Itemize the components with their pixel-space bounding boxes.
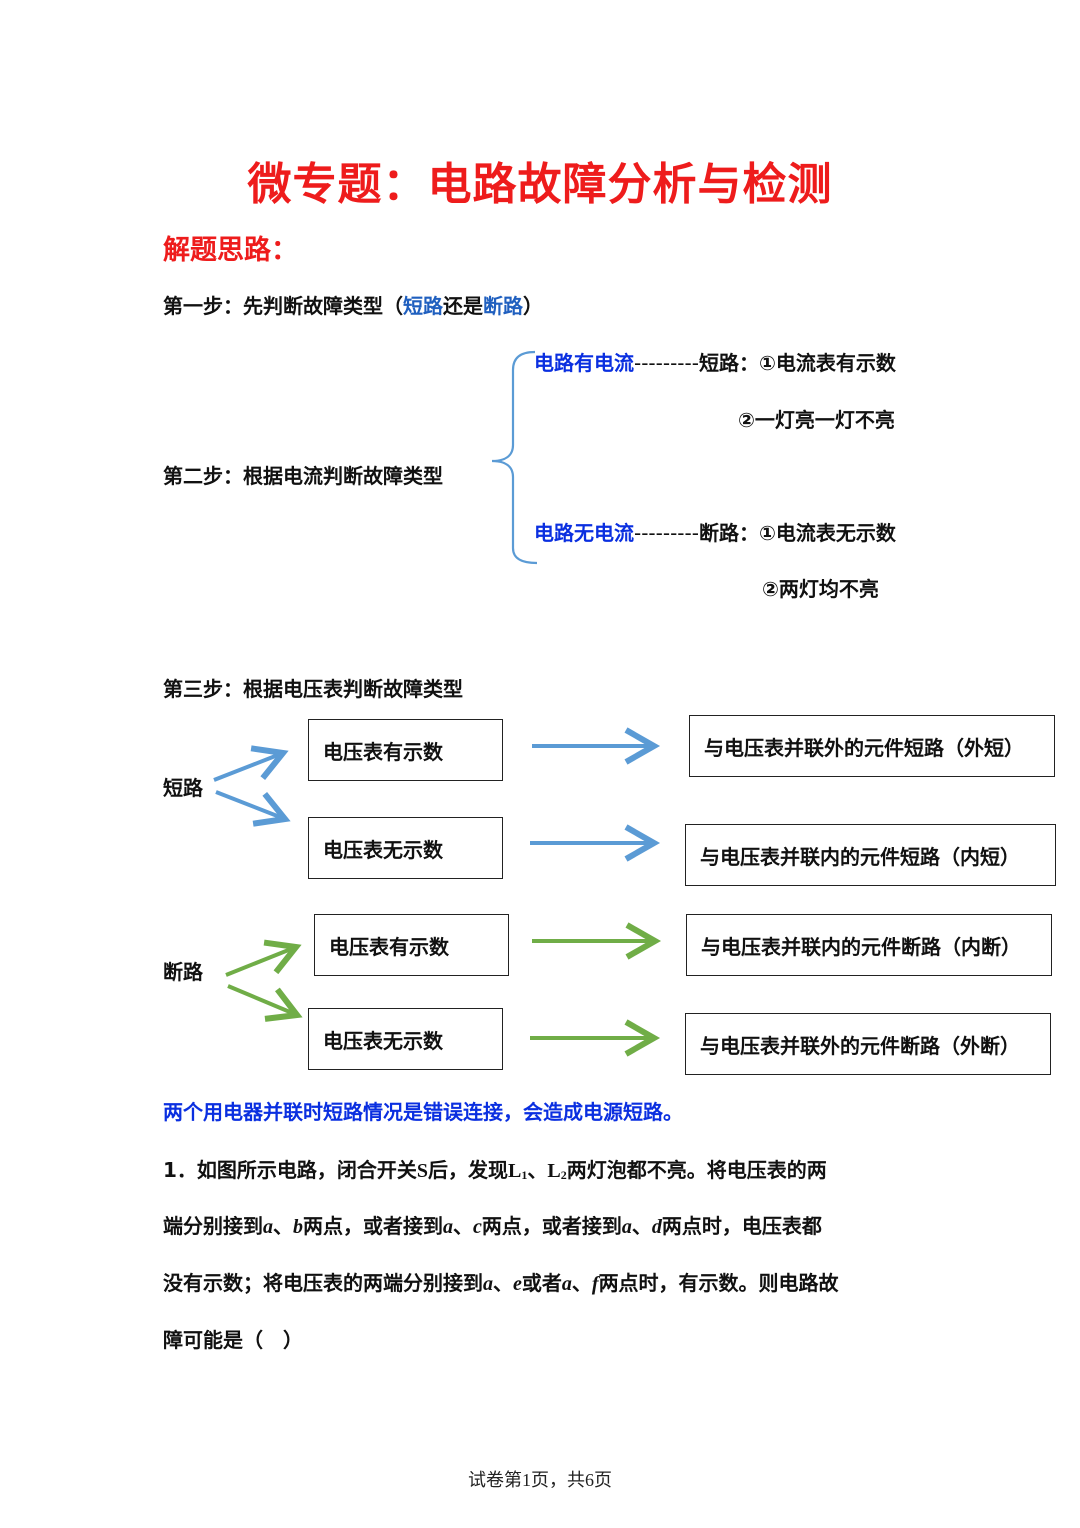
q3-a: 没有示数；将电压表的两端分别接到: [163, 1271, 483, 1295]
q2-v3: a: [443, 1216, 453, 1238]
q1-b: 后，发现: [428, 1158, 509, 1182]
q1-a: 1．如图所示电路，闭合开关: [163, 1158, 417, 1182]
step3-label: 第三步：根据电压表判断故障类型: [163, 677, 463, 701]
branch-current: 电路有电流---------短路：①电流表有示数: [534, 347, 896, 376]
q2-f: 、: [631, 1214, 652, 1238]
branch-nocurrent-item1: ①电流表无示数: [758, 521, 896, 545]
step1-open: 断路: [483, 294, 523, 318]
q1-d: 两灯泡都不亮。将电压表的两: [566, 1158, 827, 1182]
q1-s: S: [416, 1160, 429, 1182]
step1-prefix: 第一步：先判断故障类型（: [163, 294, 403, 318]
q3-v1: a: [483, 1273, 493, 1295]
arrow-short-down: [215, 790, 291, 827]
branch-nocurrent: 电路无电流---------断路：①电流表无示数: [534, 517, 896, 546]
q2-d: 、: [453, 1214, 473, 1238]
q2-v6: d: [651, 1216, 662, 1238]
question-line-3: 没有示数；将电压表的两端分别接到a、e或者a、f两点时，有示数。则电路故: [163, 1267, 839, 1296]
step1-mid: 还是: [443, 294, 483, 318]
reading-box-4: 电压表无示数: [308, 1008, 503, 1070]
short-label: 短路: [163, 776, 203, 800]
note-text: 两个用电器并联时短路情况是错误连接，会造成电源短路。: [163, 1100, 683, 1124]
q2-e: 两点，或者接到: [481, 1214, 622, 1238]
q3-v3: a: [561, 1273, 572, 1295]
branch-nocurrent-type: 断路：: [698, 521, 759, 545]
reading-box-2: 电压表无示数: [308, 817, 503, 879]
branch-nocurrent-head: 电路无电流: [534, 521, 634, 545]
arrow-open-up: [225, 939, 302, 977]
branch-current-item2: ②一灯亮一灯不亮: [738, 408, 895, 432]
section-heading: 解题思路：: [163, 235, 298, 266]
q1-L2: L: [547, 1160, 561, 1182]
q1-L1: L: [508, 1160, 522, 1182]
arrow-short-up: [213, 745, 289, 782]
step2-label: 第二步：根据电流判断故障类型: [163, 464, 443, 488]
q3-v4: f: [591, 1273, 599, 1295]
question-line-4: 障可能是（ ）: [163, 1328, 303, 1352]
result-box-1: 与电压表并联外的元件短路（外短）: [689, 715, 1055, 777]
branch-current-head: 电路有电流: [534, 351, 634, 375]
branch-nocurrent-item2: ②两灯均不亮: [762, 577, 879, 601]
brace: [491, 350, 538, 565]
q2-c: 两点，或者接到: [303, 1214, 443, 1238]
q3-c: 或者: [521, 1271, 562, 1295]
branch-current-dashes: ---------: [634, 351, 699, 375]
q2-a: 端分别接到: [163, 1214, 263, 1238]
result-box-3: 与电压表并联内的元件断路（内断）: [686, 914, 1052, 976]
step1-suffix: ）: [523, 294, 543, 318]
result-box-4: 与电压表并联外的元件断路（外断）: [685, 1013, 1051, 1075]
question-line-1: 1．如图所示电路，闭合开关S后，发现L1、L2两灯泡都不亮。将电压表的两: [163, 1154, 827, 1183]
q2-g: 两点时，电压表都: [661, 1214, 822, 1238]
question-line-2: 端分别接到a、b两点，或者接到a、c两点，或者接到a、d两点时，电压表都: [163, 1210, 822, 1239]
q3-e: 两点时，有示数。则电路故: [598, 1271, 839, 1295]
arrow-open-down: [227, 984, 303, 1022]
result-box-2: 与电压表并联内的元件短路（内短）: [685, 824, 1056, 886]
branch-nocurrent-dashes: ---------: [634, 521, 699, 545]
q2-v2: b: [293, 1216, 303, 1238]
branch-current-type: 短路：: [698, 351, 759, 375]
q2-v5: a: [621, 1216, 632, 1238]
q3-b: 、: [493, 1271, 513, 1295]
step1-text: 第一步：先判断故障类型（短路还是断路）: [163, 290, 543, 319]
q1-c: 、: [527, 1158, 548, 1182]
q1-sub2: 2: [560, 1168, 567, 1182]
q2-v1: a: [263, 1216, 273, 1238]
q3-v2: e: [513, 1273, 522, 1295]
page-title: 微专题：电路故障分析与检测: [247, 159, 833, 210]
branch-current-item1: ①电流表有示数: [758, 351, 896, 375]
q2-v4: c: [473, 1216, 482, 1238]
step1-short: 短路: [403, 294, 443, 318]
q2-b: 、: [273, 1214, 293, 1238]
page-footer: 试卷第1页，共6页: [468, 1470, 612, 1490]
reading-box-1: 电压表有示数: [308, 719, 503, 781]
open-label: 断路: [163, 960, 203, 984]
q1-sub1: 1: [521, 1168, 528, 1182]
q3-d: 、: [571, 1271, 592, 1295]
reading-box-3: 电压表有示数: [314, 914, 509, 976]
